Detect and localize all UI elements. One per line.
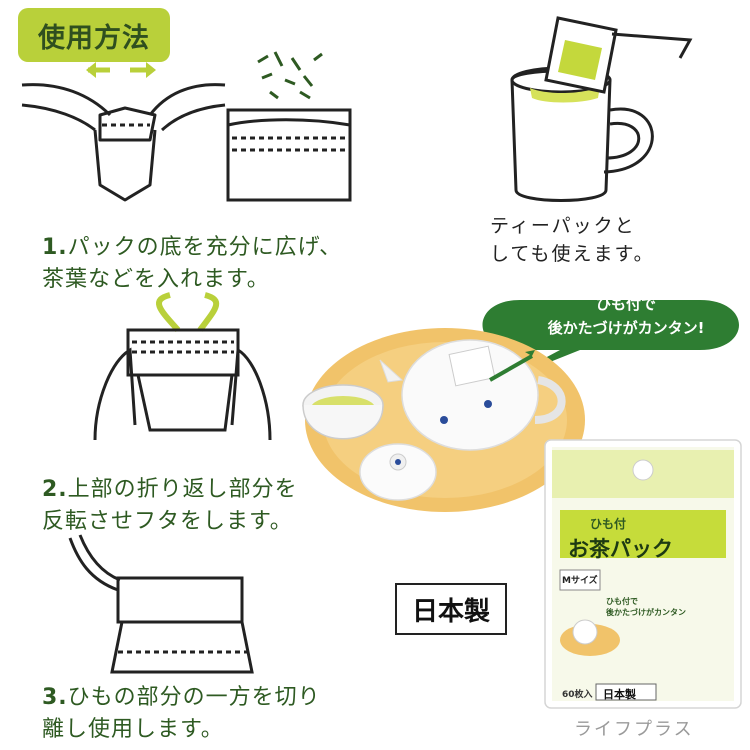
tea-pack-note: ティーパックと しても使えます。: [490, 212, 710, 268]
step-3-number: 3.: [42, 685, 68, 710]
package-name-line2: お茶パック: [568, 537, 673, 561]
product-package: [544, 439, 742, 709]
hands-fold-pack-illustration: [93, 328, 272, 441]
bubble-line2: 後かたづけがカンタン!: [547, 319, 705, 337]
package-name-line1: ひも付: [590, 517, 627, 531]
teacup-photo: [302, 384, 384, 440]
tea-liquid: [530, 86, 600, 103]
usage-title-badge: 使用方法: [18, 8, 170, 62]
package-count: 60枚入: [562, 690, 593, 700]
step-1-line1: パックの底を充分に広げ、: [67, 235, 343, 260]
step-2-line1: 上部の折り返し部分を: [67, 477, 298, 502]
watermark: ライフプラス: [574, 719, 694, 740]
package-size: Mサイズ: [562, 576, 598, 586]
step-2-line2: 反転させフタをします。: [42, 509, 293, 534]
package-badge-line1: ひも付で: [606, 597, 638, 606]
hands-open-pack-illustration: [21, 83, 226, 202]
teapot-photo: [379, 339, 566, 451]
pack-with-string-illustration: [68, 534, 254, 674]
spread-arrows-icon: [86, 62, 156, 78]
tea-bag-illustration: [544, 16, 693, 94]
step-1-number: 1.: [42, 235, 68, 260]
pack-with-leaves-illustration: [226, 108, 352, 202]
package-badge-line2: 後かたづけがカンタン: [606, 608, 686, 617]
fold-arrows-icon: [156, 292, 220, 333]
step-3-line2: 離し使用します。: [42, 717, 224, 742]
teapot-lid-photo: [359, 443, 437, 501]
step-1-line2: 茶葉などを入れます。: [42, 267, 270, 292]
step-2-number: 2.: [42, 477, 68, 502]
package-made-in: 日本製: [603, 688, 636, 701]
step-2: 2.上部の折り返し部分を 反転させフタをします。: [42, 474, 298, 538]
package-badge: ひも付で 後かたづけがカンタン: [606, 596, 686, 618]
made-in-japan-text: 日本製: [411, 596, 490, 627]
tea-pack-note-line1: ティーパックと: [490, 215, 636, 237]
tea-leaves-icon: [257, 51, 323, 100]
made-in-japan-label: 日本製: [395, 583, 507, 635]
tea-pack-note-line2: しても使えます。: [490, 243, 655, 265]
bubble-text: ひも付で 後かたづけがカンタン!: [510, 292, 742, 340]
step-1: 1.パックの底を充分に広げ、 茶葉などを入れます。: [42, 232, 342, 296]
step-3: 3.ひもの部分の一方を切り 離し使用します。: [42, 682, 321, 746]
usage-title: 使用方法: [38, 22, 150, 54]
step-3-line1: ひもの部分の一方を切り: [67, 685, 321, 710]
bubble-line1: ひも付で: [595, 295, 656, 313]
